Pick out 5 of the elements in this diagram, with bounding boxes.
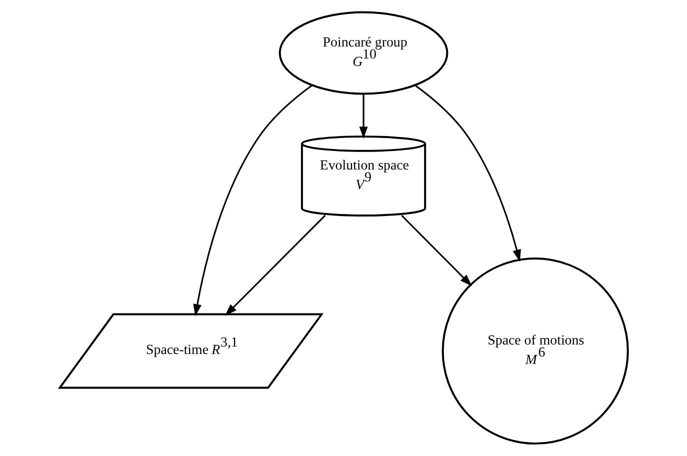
arrow bbox=[224, 214, 326, 316]
arrow bbox=[358, 94, 368, 139]
arrow bbox=[400, 214, 472, 286]
arrow bbox=[414, 84, 520, 262]
arrow bbox=[192, 84, 312, 316]
